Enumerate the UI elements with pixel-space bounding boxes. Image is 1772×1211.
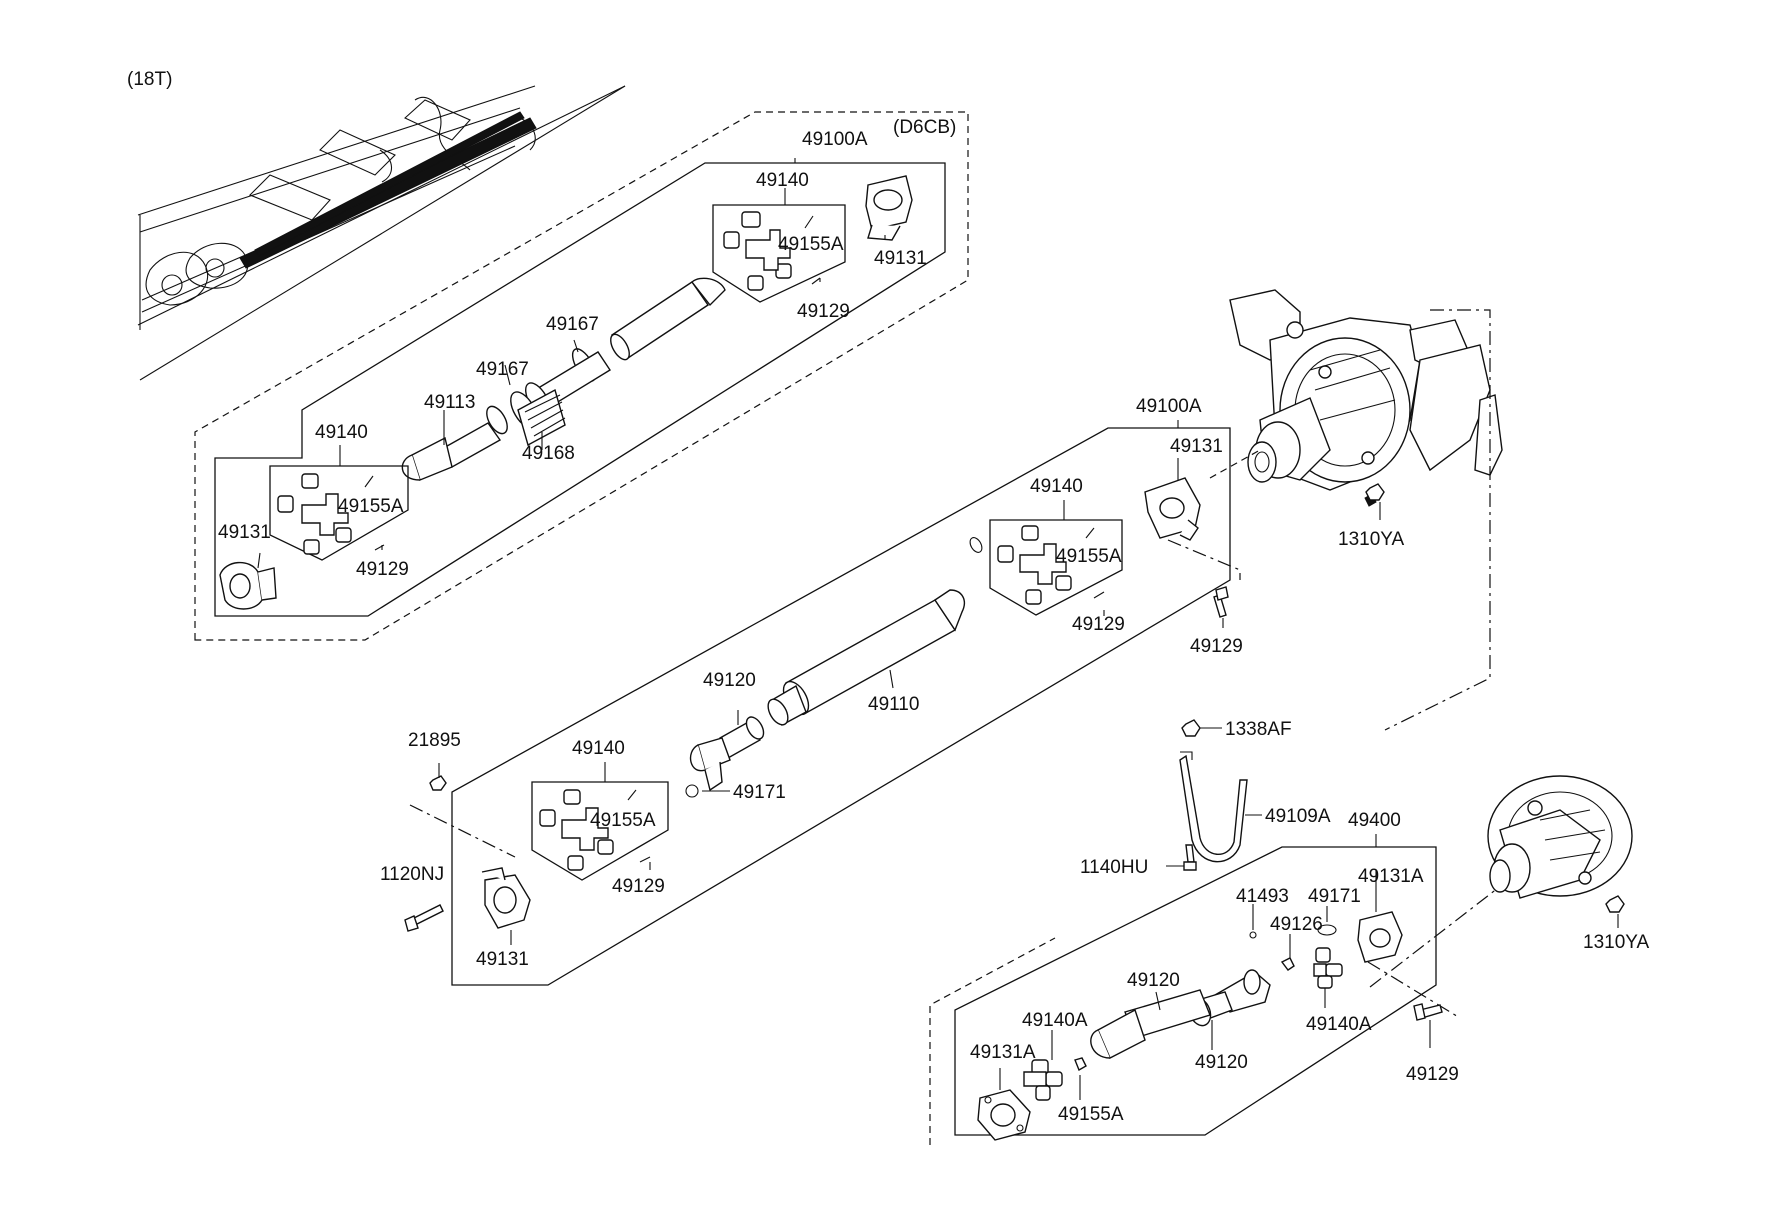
label-lower-flange-yoke-left: 49131A [970,1042,1036,1063]
label-middle-grease-nipple-left: 49129 [612,876,665,897]
label-bracket: 49109A [1265,806,1331,827]
flange-yoke-49131a-left [977,1089,1031,1141]
label-lower-bolt: 49129 [1406,1064,1459,1085]
bolt-1120nj [404,904,444,932]
label-middle-axle-nut: 1310YA [1338,529,1405,550]
drive-tube-49120-lower [1090,989,1211,1059]
label-upper-slip-yoke: 49113 [424,392,475,413]
axle-nut-1310ya-lower [1605,895,1625,913]
label-upper-snap-ring-a: 49167 [546,314,599,335]
lower-shaft-group [929,834,1499,1145]
middle-shaft-group [404,420,1385,986]
label-lower-o-ring: 49171 [1308,886,1361,907]
label-middle-nut: 21895 [408,730,461,751]
flange-yoke-49131a-right [1357,911,1403,963]
variant-label: (18T) [127,69,172,90]
yoke-49131-bottom [219,561,277,610]
label-bracket-bolt: 1140HU [1080,857,1148,878]
yoke-49131-top [865,175,913,241]
o-ring-49171-lower [1317,924,1337,936]
upper-shaft-group [194,111,969,641]
bolt-49129-lower [1413,1003,1443,1021]
label-lower-cross-joint-right: 49140A [1306,1014,1372,1035]
label-middle-grease-nipple-right: 49129 [1072,614,1125,635]
bolt-1140hu [1183,844,1197,871]
chassis-frame-illustration [137,85,626,381]
cross-joint-kit-right [969,519,1123,616]
cross-joint-kit-bottom [269,465,409,561]
label-middle-bolt-left: 1120NJ [380,864,444,885]
label-upper-bearing-cap-bottom: 49155A [338,496,404,517]
label-middle-bolt-right: 49129 [1190,636,1243,657]
label-upper-bearing-cap-top: 49155A [778,234,844,255]
label-upper-yoke-bottom: 49131 [218,522,271,543]
label-middle-flange-yoke-left: 49131 [476,949,529,970]
label-upper-joint-kit-top: 49140 [756,170,809,191]
label-upper-assembly: 49100A [802,129,868,150]
label-lower-tube: 49120 [1127,970,1180,991]
nut-21895 [429,775,447,791]
label-upper-grease-nipple-top: 49129 [797,301,850,322]
cross-joint-49140a-right [1313,947,1343,989]
label-upper-snap-ring-b: 49167 [476,359,529,380]
label-lower-grease-nipple: 49126 [1270,914,1323,935]
slip-shaft-upper [401,277,726,481]
label-middle-bearing-cap-right: 49155A [1056,546,1122,567]
label-middle-slip-yoke: 49120 [703,670,756,691]
bracket-49109a [1179,754,1248,863]
cross-joint-kit-top [712,204,846,303]
flange-yoke-49131-right [1144,477,1201,541]
cross-joint-kit-left [531,781,669,881]
cross-joint-49140a-left [1023,1059,1063,1101]
rear-axle-differential-illustration [1229,289,1503,731]
label-middle-bearing-cap-left: 49155A [590,810,656,831]
label-lower-flange-yoke-right: 49131A [1358,866,1424,887]
label-middle-flange-yoke-right: 49131 [1170,436,1223,457]
label-upper-yoke-top: 49131 [874,248,927,269]
flange-yoke-49131-left [481,867,531,929]
label-upper-joint-kit-bottom: 49140 [315,422,368,443]
label-lower-bearing-cap: 49155A [1058,1104,1124,1125]
engine-label: (D6CB) [893,117,956,138]
slip-yoke-49120-middle [689,716,765,792]
bearing-cap-49155a [1074,1057,1087,1072]
label-middle-joint-kit-left: 49140 [572,738,625,759]
label-lower-assembly: 49400 [1348,810,1401,831]
label-middle-joint-kit-right: 49140 [1030,476,1083,497]
bracket-group [1166,719,1262,871]
label-lower-slip-yoke: 49120 [1195,1052,1248,1073]
label-middle-tube: 49110 [868,694,919,715]
label-bracket-nut: 1338AF [1225,719,1292,740]
label-lower-axle-nut: 1310YA [1583,932,1650,953]
label-lower-cross-joint-left: 49140A [1022,1010,1088,1031]
rear-axle-lower-illustration [1487,775,1633,928]
axle-nut-1310ya-upper [1365,483,1385,501]
label-middle-assembly: 49100A [1136,396,1202,417]
nut-1338af [1181,719,1201,737]
labels: (18T) (D6CB) 49100A 49140 49155A 49131 4… [127,69,1650,1125]
label-lower-plug: 41493 [1236,886,1289,907]
bolt-49129-right [1213,586,1229,618]
label-middle-o-ring: 49171 [733,782,786,803]
label-upper-boot: 49168 [522,443,575,464]
drive-tube-49110 [767,589,966,726]
label-upper-grease-nipple-bottom: 49129 [356,559,409,580]
grease-nipple-49126 [1280,957,1295,971]
